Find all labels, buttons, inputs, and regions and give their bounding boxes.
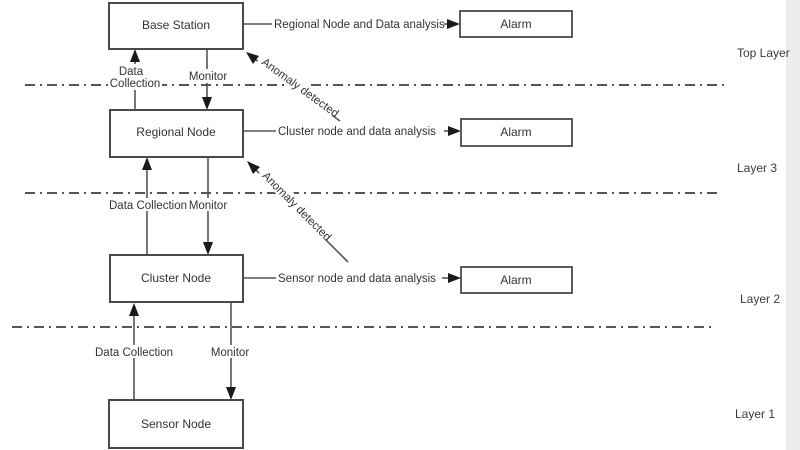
anomaly-arrowhead-top: [246, 52, 259, 64]
label-bg: [187, 69, 229, 83]
analysis-arrowhead-3: [448, 273, 461, 283]
analysis-label-1: Regional Node and Data analysis: [274, 19, 445, 31]
data-collection-label: Data Collection: [109, 200, 187, 212]
node-box: [109, 109, 244, 158]
analysis-arrowhead-1: [447, 19, 460, 29]
alarm-box-top: Alarm: [459, 10, 573, 38]
data-collection-arrowhead-bottom: [129, 303, 139, 316]
monitor-label-bottom: Monitor: [209, 345, 251, 359]
analysis-arrowhead-2: [448, 126, 461, 136]
node-box: [109, 254, 244, 303]
node-regional-node: Regional Node: [109, 109, 244, 158]
monitor-arrowhead-top: [202, 97, 212, 110]
alarm-box-middle: Alarm: [460, 118, 573, 147]
anomaly-label-top: Anomaly detected: [256, 52, 341, 120]
label-bg: [256, 52, 339, 117]
node-box: [108, 2, 244, 50]
analysis-label-2: Cluster node and data analysis: [278, 126, 436, 138]
alarm-label: Alarm: [500, 125, 531, 139]
node-sensor-node: Sensor Node: [108, 399, 244, 449]
monitor-label-middle: Monitor: [187, 198, 229, 212]
label-bg: [108, 77, 162, 90]
layer-label-3: Layer 3: [737, 161, 777, 175]
label-bg: [109, 198, 187, 211]
monitor-label-top: Monitor: [187, 69, 229, 83]
monitor-arrowhead-middle: [203, 242, 213, 255]
analysis-label-3: Sensor node and data analysis: [278, 273, 436, 285]
data-collection-label-line2: Collection: [110, 78, 161, 90]
label-bg: [187, 198, 229, 211]
layer-label-1: Layer 1: [735, 407, 775, 421]
monitor-label: Monitor: [211, 347, 250, 359]
data-collection-arrowhead-middle: [142, 157, 152, 170]
alarm-box: [460, 118, 573, 147]
label-bg: [257, 165, 334, 242]
label-bg: [209, 345, 251, 358]
monitor-label: Monitor: [189, 200, 228, 212]
node-label: Base Station: [142, 18, 210, 32]
layer-label-2: Layer 2: [740, 292, 780, 306]
anomaly-label: Anomaly detected: [259, 56, 341, 120]
monitor-arrowhead-bottom: [226, 387, 236, 400]
node-label: Regional Node: [136, 125, 216, 139]
layer-label-top: Top Layer: [737, 46, 790, 60]
node-label: Cluster Node: [141, 271, 211, 285]
data-collection-label-middle: Data Collection: [109, 198, 187, 212]
data-collection-arrowhead-top: [130, 49, 140, 62]
data-collection-label-top: Data Collection: [108, 64, 162, 90]
anomaly-label-middle: Anomaly detected: [257, 165, 334, 244]
anomaly-arrowhead-middle: [247, 161, 260, 174]
alarm-box: [460, 266, 573, 294]
node-label: Sensor Node: [141, 417, 211, 431]
data-collection-label-bottom: Data Collection: [95, 345, 173, 359]
data-collection-label: Data Collection: [95, 347, 173, 359]
label-bg: [95, 345, 173, 358]
data-collection-label-line1: Data: [119, 66, 144, 78]
node-base-station: Base Station: [108, 2, 244, 50]
alarm-label: Alarm: [500, 17, 531, 31]
node-box: [108, 399, 244, 449]
alarm-label: Alarm: [500, 273, 531, 287]
anomaly-label: Anomaly detected: [259, 170, 333, 244]
alarm-box-bottom: Alarm: [460, 266, 573, 294]
monitor-label: Monitor: [189, 71, 228, 83]
label-bg: [116, 64, 146, 78]
node-cluster-node: Cluster Node: [109, 254, 244, 303]
alarm-box: [459, 10, 573, 38]
page-edge-strip: [786, 0, 800, 450]
